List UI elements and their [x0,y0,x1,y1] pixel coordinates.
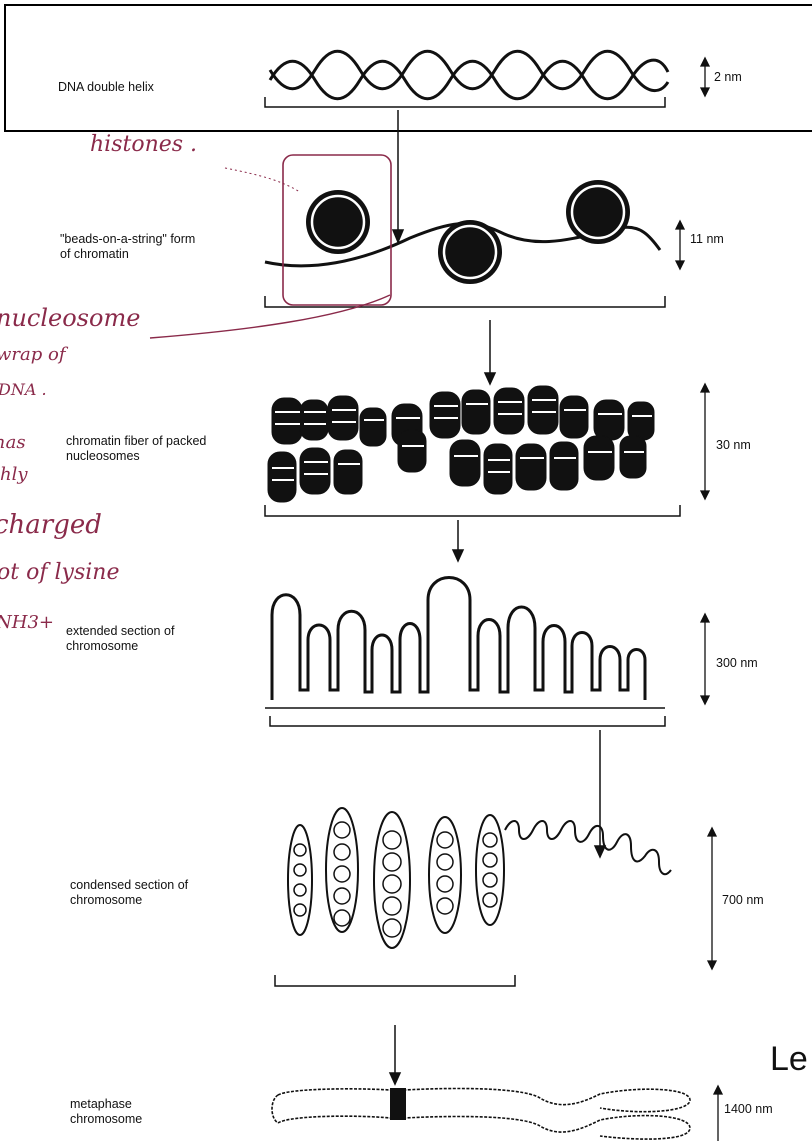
centromere-band [390,1088,406,1120]
dimension-11nm: 11 nm [690,232,724,246]
beads-on-string [265,180,665,307]
handwritten-histones: histones . [90,132,197,157]
handwritten-pointer [150,295,390,338]
label-beads-on-string: "beads-on-a-string" form of chromatin [60,232,200,262]
nucleosome-bead [438,220,502,284]
dimension-700nm: 700 nm [722,893,764,907]
dna-highlight-box [5,5,812,131]
handwritten-lysine: lot of lysine [0,560,119,585]
dimension-1400nm: 1400 nm [724,1102,773,1116]
handwritten-nucleosome: nucleosome [0,304,140,332]
nucleosome-bead [306,190,370,254]
dimension-arrows [676,58,722,1141]
extended-loops [265,578,665,727]
cropped-text: Le [770,1040,808,1079]
nucleosome-bead [566,180,630,244]
handwritten-highly: hly [0,464,28,485]
dimension-300nm: 300 nm [716,656,758,670]
handwritten-charged: charged [0,510,102,540]
dimension-2nm: 2 nm [714,70,742,84]
handwritten-has: has [0,432,26,453]
handwritten-wrap-of: wrap of [0,344,66,365]
chromatin-fiber [265,386,680,516]
dimension-30nm: 30 nm [716,438,751,452]
label-dna-double-helix: DNA double helix [58,80,238,95]
label-metaphase-chromosome: metaphase chromosome [70,1097,180,1127]
metaphase-chromosome [272,1088,690,1139]
label-extended-section: extended section of chromosome [66,624,216,654]
handwritten-nh3: NH3+ [0,612,54,633]
dna-helix [270,51,668,99]
label-condensed-section: condensed section of chromosome [70,878,210,908]
label-chromatin-fiber: chromatin fiber of packed nucleosomes [66,434,246,464]
handwritten-dna: DNA . [0,380,47,399]
condensed-section [275,808,671,986]
